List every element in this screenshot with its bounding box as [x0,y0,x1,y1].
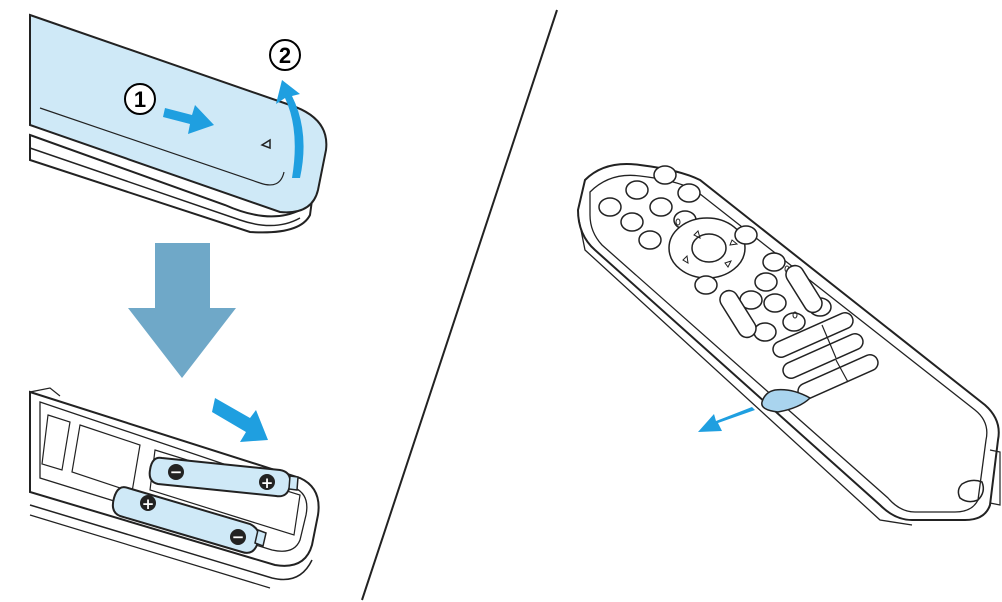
remote-button [649,197,673,217]
rocker-button [785,264,823,314]
battery-inserting-positive: + [261,474,274,492]
down-arrow-icon [128,243,236,378]
remote-button [763,293,787,313]
remote-button [753,322,777,342]
curved-arrow-icon [276,80,304,178]
rocker-button [719,289,757,339]
remote-button [754,272,778,292]
remote-button [638,230,662,250]
remote-button [625,180,649,200]
right-arrow-icon [163,105,214,134]
remote-button [734,225,758,245]
pill-button [782,333,864,379]
remote-button [762,252,786,272]
remote-button [598,197,622,217]
battery-inserting-negative: − [170,463,183,481]
triangle-mark-icon [260,138,271,150]
step-2-badge [269,39,301,71]
battery-installed: + − [111,486,267,554]
remote-button [677,183,701,203]
step-1-label: 1 [134,87,146,112]
usb-port-icon [957,479,985,503]
insert-arrow-icon [212,398,268,442]
remote-button [653,165,677,185]
remote-pull-tab [576,163,1001,526]
battery-installed-positive: + [142,495,155,513]
remote-button [620,212,644,232]
remote-button [694,275,718,295]
battery-pull-tab[interactable] [761,388,812,413]
step-1-badge [124,83,156,115]
d-pad-center-button [691,233,727,263]
divider-line [361,9,558,601]
step-2-label: 2 [279,43,291,68]
left-arrow-icon [698,407,755,432]
battery-installed-negative: − [232,528,245,546]
battery-compartment: + − − + [29,387,320,589]
remote-body-edge [29,133,314,234]
remote-cover-removal: 1 2 [29,13,328,234]
battery-inserting: − + [148,456,299,498]
pill-button [772,312,854,358]
remote-button [782,312,806,332]
